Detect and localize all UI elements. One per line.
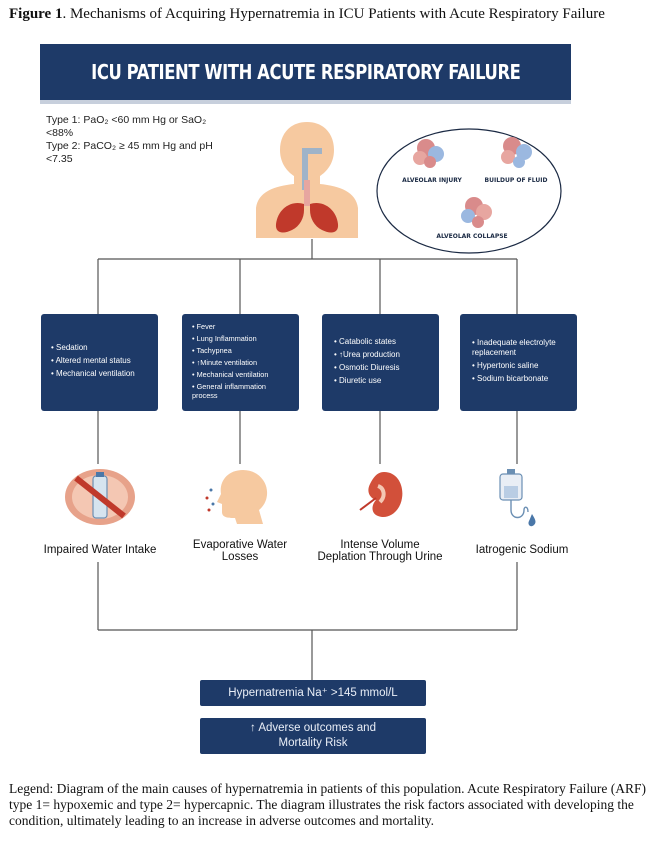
lungs-icon — [256, 122, 358, 238]
arf-criteria: Type 1: PaO₂ <60 mm Hg or SaO₂ <88% Type… — [46, 114, 213, 166]
hypernatremia-box: Hypernatremia Na⁺ >145 mmol/L — [200, 680, 426, 706]
factor-item: • Diuretic use — [334, 375, 382, 385]
factor-item: • General inflammation process — [192, 382, 266, 400]
factor-item: • Catabolic states — [334, 336, 396, 346]
mechanism-iatrogenic-sodium: Iatrogenic Sodium — [475, 544, 569, 556]
no-water-bottle-icon — [65, 469, 135, 525]
figure-label: Figure 1 — [9, 6, 63, 22]
factor-item: • Osmotic Diuresis — [334, 362, 400, 372]
iv-bag-icon — [499, 469, 536, 527]
factor-item: • Mechanical ventilation — [51, 369, 135, 378]
kidney-icon — [359, 472, 403, 518]
banner-title: ICU PATIENT WITH ACUTE RESPIRATORY FAILU… — [90, 60, 521, 84]
factor-box-iatrogenic-sodium: • Inadequate electrolyte replacement • H… — [460, 314, 577, 411]
buildup-of-fluid-label: BUILDUP OF FLUID — [485, 177, 548, 184]
factor-item: • ↑Urea production — [334, 349, 400, 359]
factor-item: • Sedation — [51, 343, 88, 352]
alveoli-panel: ALVEOLAR INJURY BUILDUP OF FLUID ALVEOLA… — [376, 128, 562, 254]
factor-box-urine-losses: • Catabolic states • ↑Urea production • … — [322, 314, 439, 411]
figure-title-text: . Mechanisms of Acquiring Hypernatremia … — [62, 6, 605, 22]
alveolar-injury-label: ALVEOLAR INJURY — [402, 177, 462, 184]
mechanism-impaired-water-intake: Impaired Water Intake — [43, 544, 157, 556]
alveoli-icon — [413, 137, 532, 228]
factor-item: • Altered mental status — [51, 356, 131, 365]
type2-criteria: Type 2: PaCO₂ ≥ 45 mm Hg and pH — [46, 140, 213, 152]
factor-item: • Tachypnea — [192, 346, 232, 355]
factor-item: • Fever — [192, 322, 216, 331]
alveolar-collapse-label: ALVEOLAR COLLAPSE — [436, 233, 507, 240]
sweating-head-icon — [205, 470, 268, 524]
factor-box-evaporative-losses: • Fever • Lung Inflammation • Tachypnea … — [182, 314, 299, 411]
factor-item: • Inadequate electrolyte replacement — [472, 338, 556, 357]
figure-title: Figure 1. Mechanisms of Acquiring Hypern… — [9, 6, 605, 23]
factor-item: • Sodium bicarbonate — [472, 374, 549, 383]
adverse-outcomes-box: ↑ Adverse outcomes and Mortality Risk — [200, 718, 426, 754]
banner: ICU PATIENT WITH ACUTE RESPIRATORY FAILU… — [40, 44, 571, 104]
factor-box-impaired-intake: • Sedation • Altered mental status • Mec… — [41, 314, 158, 411]
factor-item: • ↑Minute ventilation — [192, 358, 258, 367]
type2-criteria-cont: <7.35 — [46, 153, 73, 165]
diagram-panel: ICU PATIENT WITH ACUTE RESPIRATORY FAILU… — [40, 44, 577, 764]
figure-legend: Legend: Diagram of the main causes of hy… — [9, 781, 646, 828]
type1-criteria: Type 1: PaO₂ <60 mm Hg or SaO₂ — [46, 114, 207, 126]
factor-item: • Hypertonic saline — [472, 361, 539, 370]
type1-criteria-cont: <88% — [46, 127, 74, 139]
factor-item: • Lung Inflammation — [192, 334, 257, 343]
factor-item: • Mechanical ventilation — [192, 370, 269, 379]
flow-connectors — [97, 239, 518, 680]
